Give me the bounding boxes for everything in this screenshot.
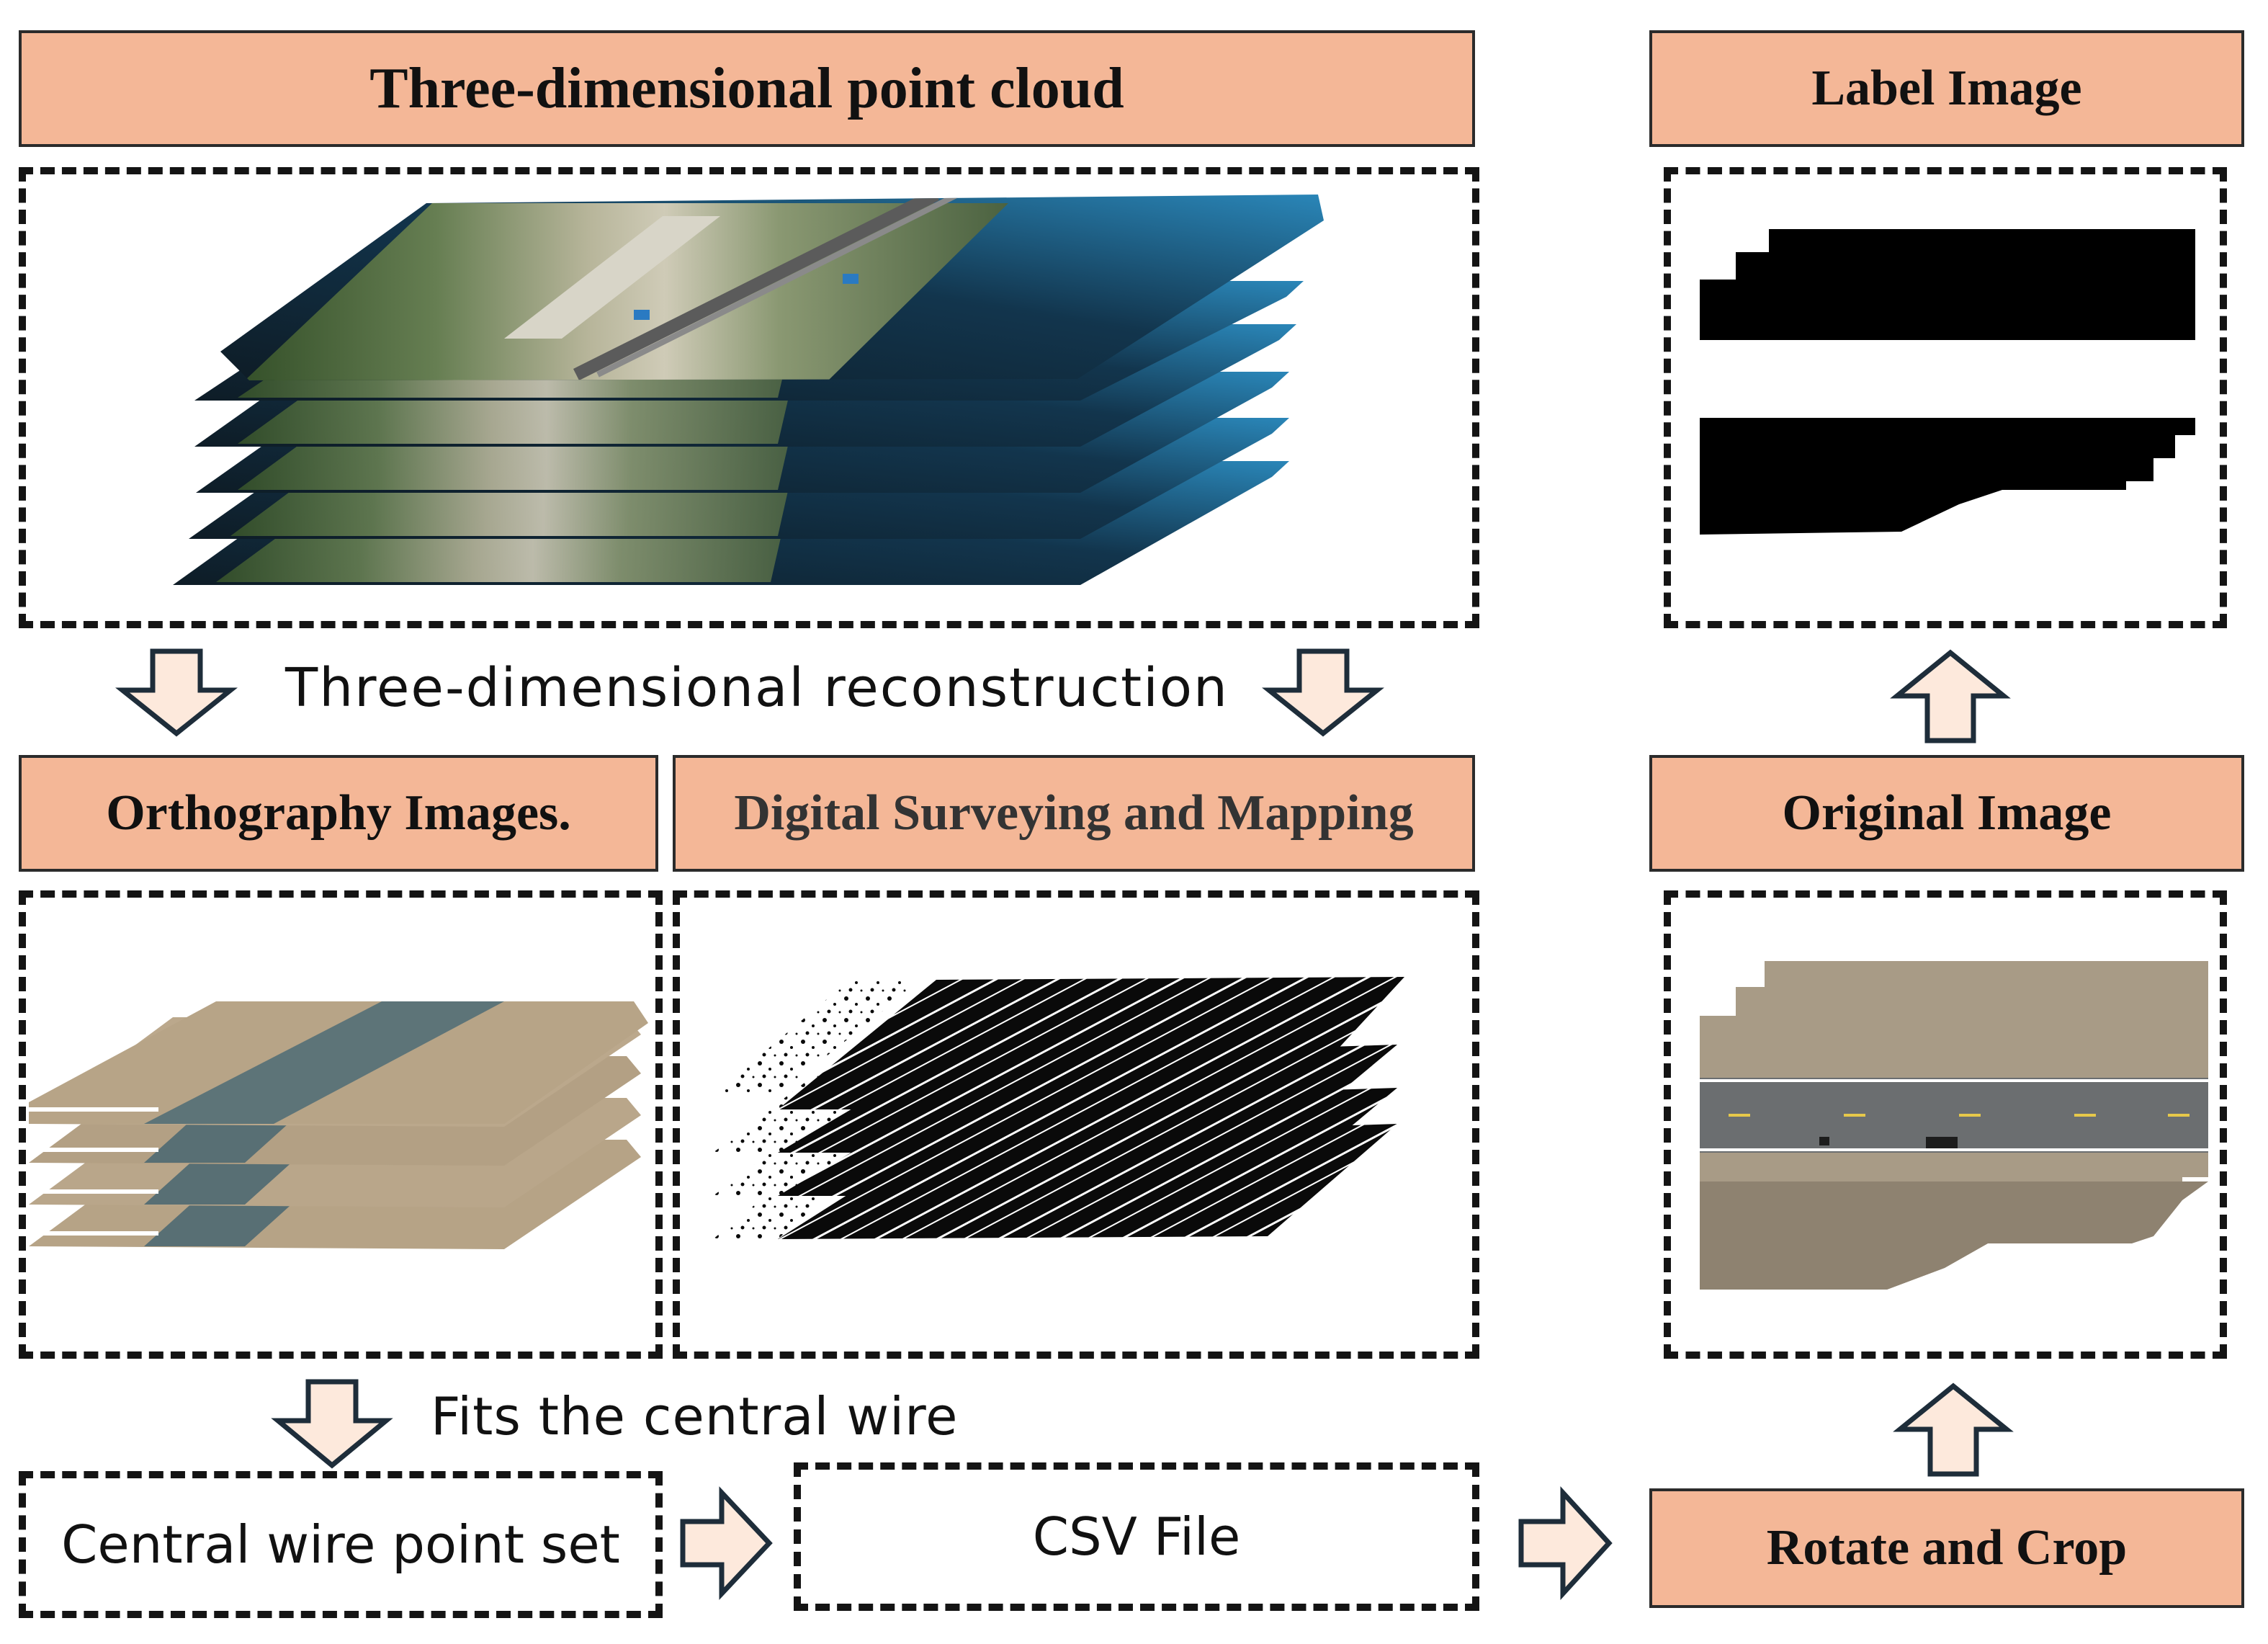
- orthography-frame: [19, 890, 663, 1359]
- dsm-frame: [673, 890, 1479, 1359]
- original-image-frame: [1664, 890, 2227, 1359]
- down-arrow-right: [1262, 648, 1384, 737]
- header-digital-surveying: Digital Surveying and Mapping: [673, 755, 1475, 872]
- up-arrow-to-original: [1893, 1382, 2014, 1477]
- csv-file-box: [794, 1462, 1479, 1611]
- reconstruction-caption: Three-dimensional reconstruction: [285, 657, 1229, 719]
- header-label-image: Label Image: [1649, 30, 2244, 147]
- original-image-content: [1700, 961, 2208, 1290]
- down-arrow-left: [115, 648, 238, 737]
- header-point-cloud: Three-dimensional point cloud: [19, 30, 1475, 147]
- fits-central-wire-caption: Fits the central wire: [431, 1386, 959, 1447]
- dsm-layers: [713, 977, 1404, 1239]
- header-original-image: Original Image: [1649, 755, 2244, 872]
- right-arrow-to-csv: [680, 1486, 773, 1600]
- down-arrow-fits: [271, 1379, 393, 1469]
- ortho-layers: [29, 1001, 648, 1249]
- header-orthography-images: Orthography Images.: [19, 755, 658, 872]
- point-cloud-frame: [19, 167, 1479, 628]
- central-wire-point-set-label: Central wire point set: [61, 1514, 620, 1575]
- central-wire-point-set-box: [19, 1471, 663, 1618]
- label-image-frame: [1664, 167, 2227, 628]
- header-rotate-and-crop: Rotate and Crop: [1649, 1488, 2244, 1608]
- up-arrow-to-label: [1890, 649, 2011, 743]
- top-layer-aerial: [220, 195, 1324, 380]
- right-arrow-to-rotate: [1518, 1486, 1613, 1601]
- csv-file-label: CSV File: [1032, 1506, 1241, 1567]
